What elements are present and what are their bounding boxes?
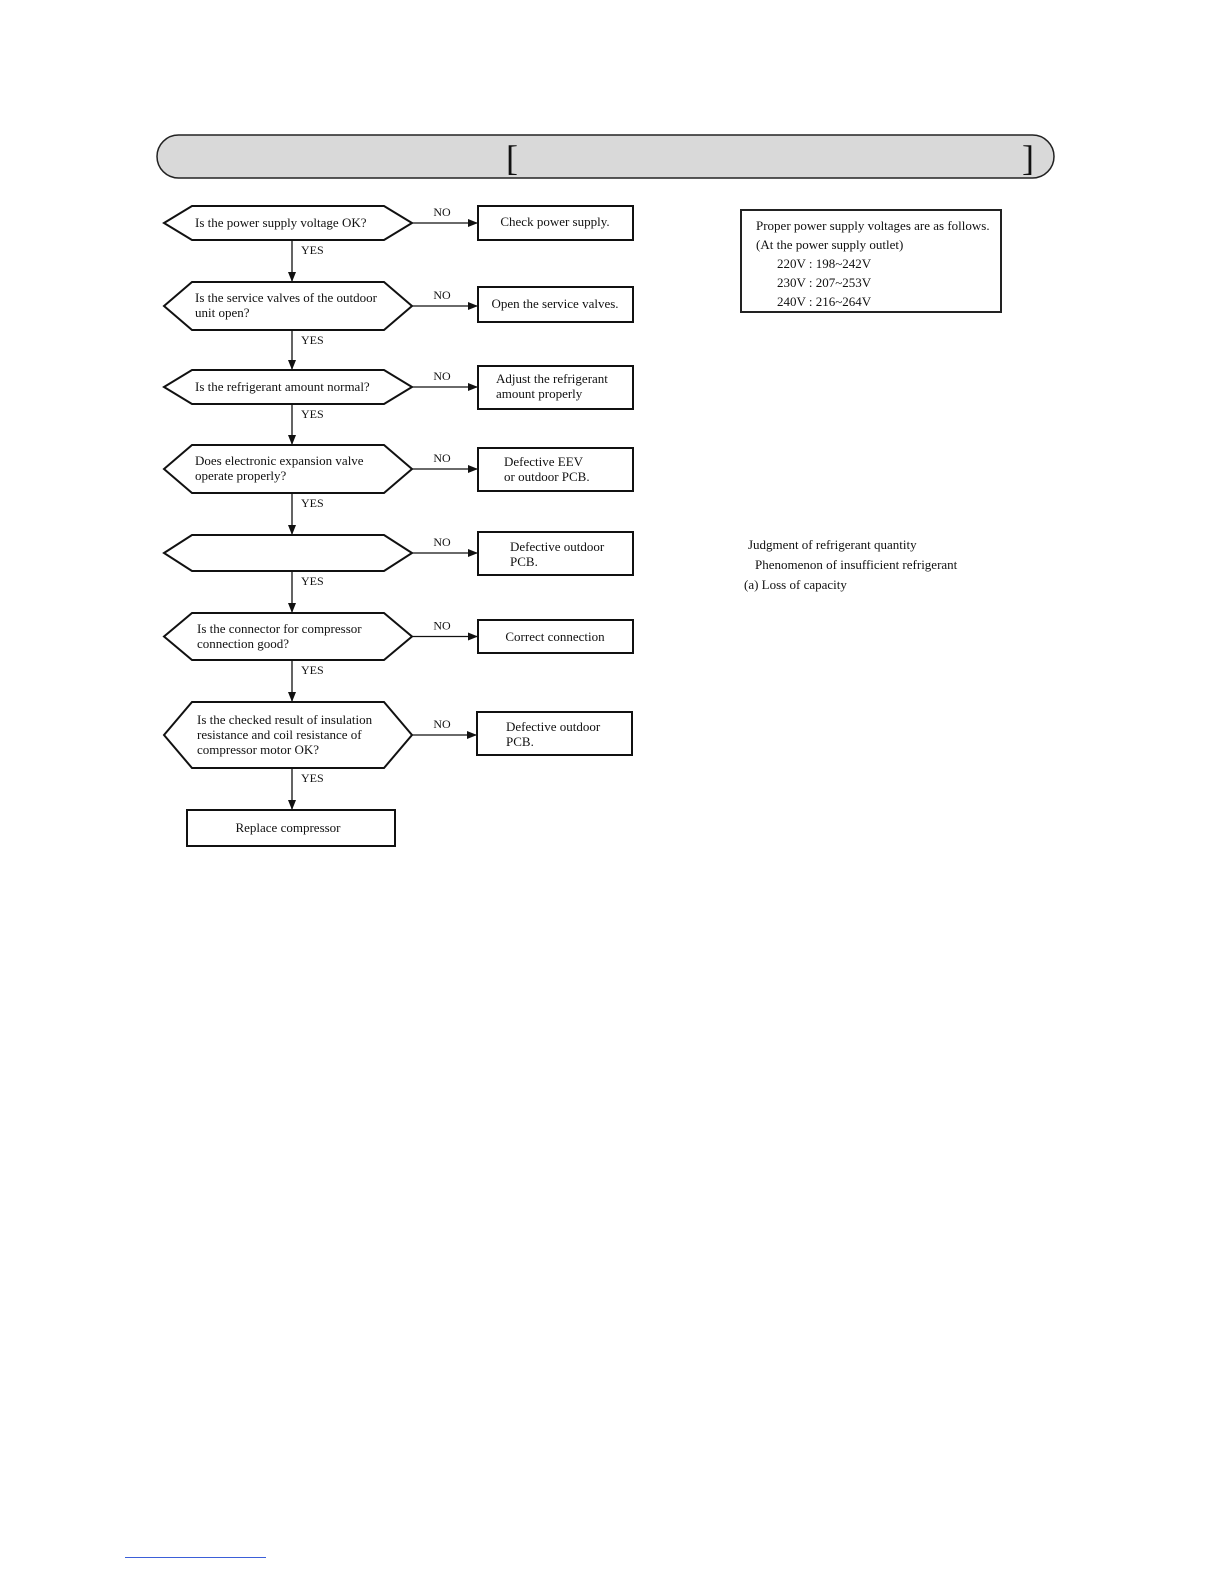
- header-bracket-open: [: [506, 138, 518, 178]
- yes-label: YES: [301, 771, 324, 785]
- action-text: PCB.: [510, 554, 538, 569]
- decision-text: operate properly?: [195, 468, 287, 483]
- yes-label: YES: [301, 407, 324, 421]
- voltage-note: Proper power supply voltages are as foll…: [740, 209, 1002, 313]
- action-box: [476, 711, 633, 756]
- voltage-value: 240V : 216~264V: [777, 294, 872, 309]
- yes-label: YES: [301, 496, 324, 510]
- footer-rule: [125, 1557, 266, 1558]
- header-bracket-close: ]: [1022, 138, 1034, 178]
- decision-text: resistance and coil resistance of: [197, 727, 362, 742]
- header-bar: [156, 134, 1055, 179]
- action-text: Defective EEV: [504, 454, 584, 469]
- decision-text: unit open?: [195, 305, 250, 320]
- yes-label: YES: [301, 333, 324, 347]
- decision-text: Is the power supply voltage OK?: [195, 215, 367, 230]
- final-action-box: [186, 809, 396, 847]
- refrigerant-note-item: (a) Loss of capacity: [744, 577, 847, 592]
- action-text: amount properly: [496, 386, 583, 401]
- action-text: Defective outdoor: [506, 719, 601, 734]
- refrigerant-note-phenomenon: Phenomenon of insufficient refrigerant: [755, 557, 958, 572]
- no-label: NO: [433, 288, 451, 302]
- decision-text: Does electronic expansion valve: [195, 453, 364, 468]
- yes-label: YES: [301, 663, 324, 677]
- no-label: NO: [433, 451, 451, 465]
- decision-node: [162, 534, 414, 572]
- action-text: Check power supply.: [500, 214, 609, 229]
- action-text: or outdoor PCB.: [504, 469, 590, 484]
- action-box: [477, 531, 634, 576]
- action-text: Adjust the refrigerant: [496, 371, 608, 386]
- action-text: Correct connection: [505, 629, 605, 644]
- voltage-value: 220V : 198~242V: [777, 256, 872, 271]
- no-label: NO: [433, 619, 451, 633]
- action-box: [477, 365, 634, 410]
- no-label: NO: [433, 717, 451, 731]
- decision-text: Is the service valves of the outdoor: [195, 290, 378, 305]
- action-text: Defective outdoor: [510, 539, 605, 554]
- action-text: PCB.: [506, 734, 534, 749]
- voltage-value: 230V : 207~253V: [777, 275, 872, 290]
- decision-text: Is the refrigerant amount normal?: [195, 379, 370, 394]
- decision-text: compressor motor OK?: [197, 742, 319, 757]
- voltage-note-line1: Proper power supply voltages are as foll…: [756, 218, 990, 233]
- no-label: NO: [433, 535, 451, 549]
- no-label: NO: [433, 369, 451, 383]
- action-box: [477, 447, 634, 492]
- decision-text: Is the checked result of insulation: [197, 712, 373, 727]
- yes-label: YES: [301, 243, 324, 257]
- action-box: [477, 619, 634, 654]
- refrigerant-note-title: Judgment of refrigerant quantity: [748, 537, 917, 552]
- action-box: [477, 205, 634, 241]
- yes-label: YES: [301, 574, 324, 588]
- voltage-note-line2: (At the power supply outlet): [756, 237, 904, 252]
- decision-text: connection good?: [197, 636, 289, 651]
- action-box: [477, 286, 634, 323]
- action-text: Open the service valves.: [491, 296, 618, 311]
- decision-text: Is the connector for compressor: [197, 621, 362, 636]
- final-action-text: Replace compressor: [235, 820, 341, 835]
- no-label: NO: [433, 205, 451, 219]
